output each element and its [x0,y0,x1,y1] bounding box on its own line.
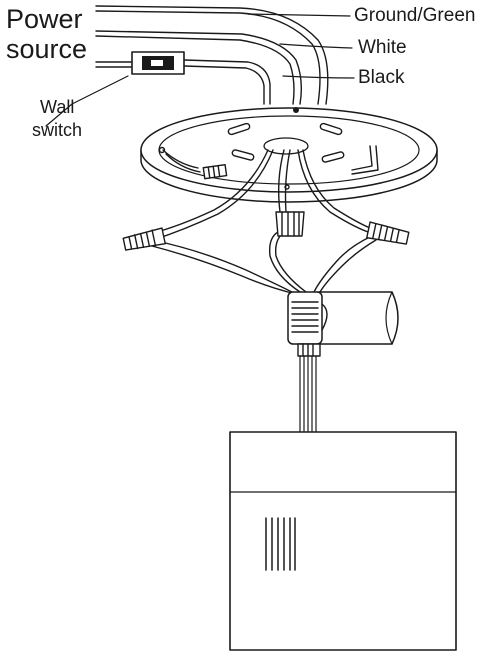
light-fixture-socket [287,291,399,357]
ground-green-label: Ground/Green [354,5,476,26]
wire-nut-left [122,227,166,251]
label-leader-lines [45,13,355,127]
white-label: White [358,37,407,58]
wire-nut-right [366,221,410,245]
wall-switch-icon [131,51,185,75]
fixture-box [229,431,457,651]
mounting-plate [140,107,438,203]
black-label: Black [358,67,405,88]
fixture-wires [149,149,377,295]
power-source-label-line1: Power [6,4,83,34]
wall-switch-label-line2: switch [32,120,83,140]
lead-wires [299,355,317,433]
power-source-label-line2: source [6,34,88,64]
wire-nut-center [275,211,305,237]
wall-switch-label-line1: Wall [40,97,75,117]
supply-wires [95,5,329,105]
